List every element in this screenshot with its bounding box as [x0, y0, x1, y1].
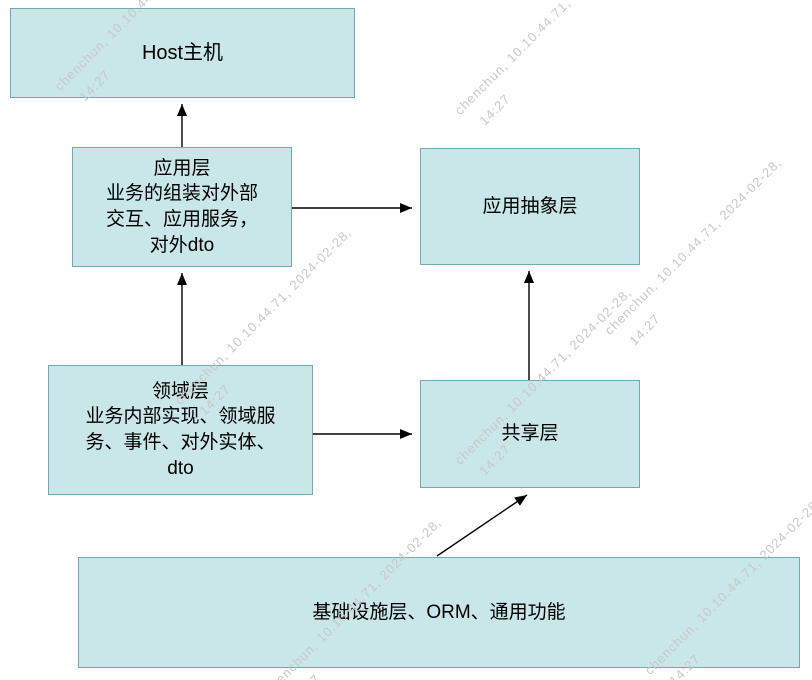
box-host-label: Host主机 [141, 41, 224, 64]
box-application-layer: 应用层 业务的组装对外部 交互、应用服务， 对外dto [72, 147, 292, 267]
box-domain-layer-label: 领域层 业务内部实现、领域服 务、事件、对外实体、 dto [85, 380, 276, 479]
box-shared-layer-label: 共享层 [501, 423, 559, 445]
box-infrastructure-layer: 基础设施层、ORM、通用功能 [78, 557, 800, 668]
box-application-abstraction-layer: 应用抽象层 [420, 148, 640, 265]
box-shared-layer: 共享层 [420, 380, 640, 488]
box-host: Host主机 [10, 8, 355, 98]
arrow-infrastructure-to-shared [436, 494, 528, 557]
box-domain-layer: 领域层 业务内部实现、领域服 务、事件、对外实体、 dto [48, 365, 313, 495]
box-application-abstraction-layer-label: 应用抽象层 [482, 195, 578, 217]
box-infrastructure-layer-label: 基础设施层、ORM、通用功能 [312, 601, 566, 623]
box-application-layer-label: 应用层 业务的组装对外部 交互、应用服务， 对外dto [105, 157, 258, 256]
